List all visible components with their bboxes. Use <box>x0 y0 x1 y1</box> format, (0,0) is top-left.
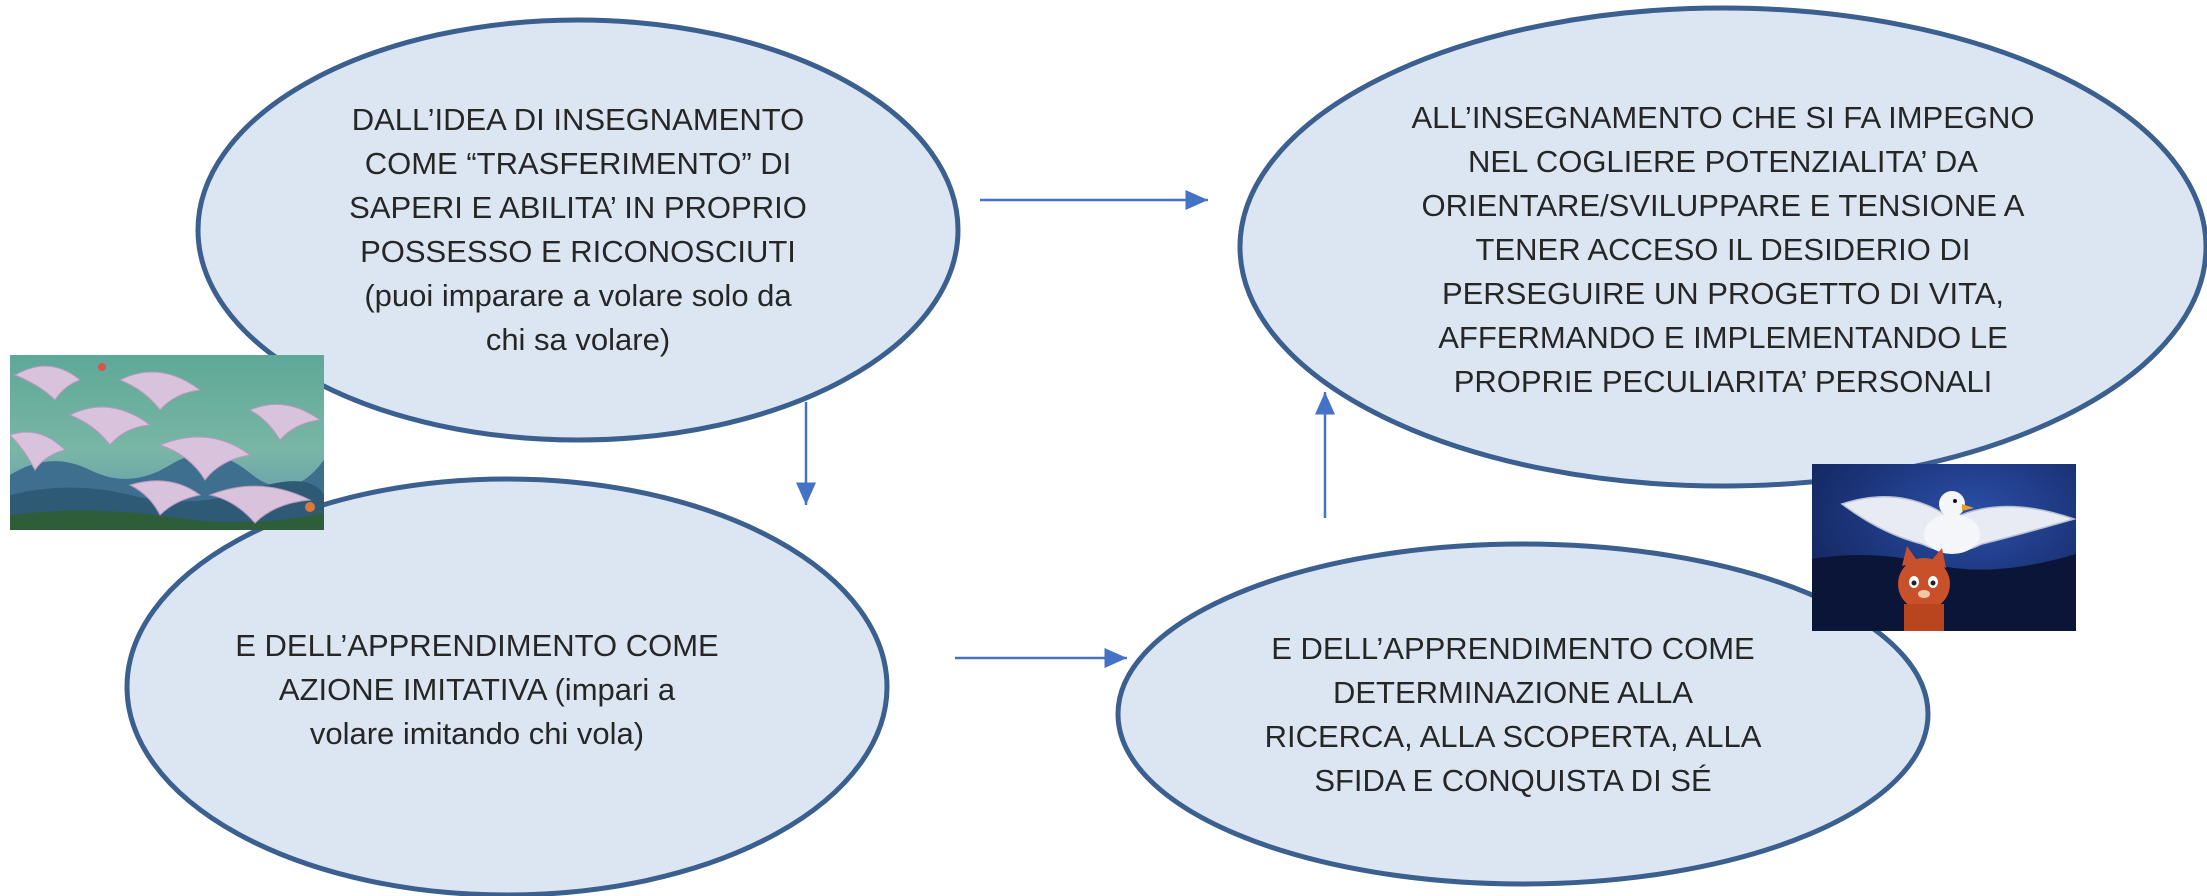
text-line: AZIONE IMITATIVA (impari a <box>278 672 676 707</box>
ellipse-teaching-commitment <box>1237 5 2207 489</box>
text-line: E DELL’APPRENDIMENTO COME <box>1271 631 1755 666</box>
teaching-transfer-lines: DALL’IDEA DI INSEGNAMENTO COME “TRASFERIM… <box>349 98 807 362</box>
ellipse-teaching-transfer <box>195 17 961 443</box>
ellipse-learning-imitation <box>124 476 890 896</box>
text-line: COME “TRASFERIMENTO” DI <box>364 146 792 181</box>
seagull-cat-image <box>1812 464 2076 631</box>
text-line: ORIENTARE/SVILUPPARE E TENSIONE A <box>1421 188 2025 223</box>
text-line: volare imitando chi vola) <box>309 716 645 751</box>
text-teaching-transfer: DALL’IDEA DI INSEGNAMENTO COME “TRASFERIM… <box>298 80 858 380</box>
text-line: NEL COGLIERE POTENZIALITA’ DA <box>1468 144 1978 179</box>
teaching-commitment-lines: ALL’INSEGNAMENTO CHE SI FA IMPEGNO NEL CO… <box>1411 96 2034 404</box>
text-line: TENER ACCESO IL DESIDERIO DI <box>1475 232 1971 267</box>
text-learning-determination: E DELL’APPRENDIMENTO COME DETERMINAZIONE … <box>1213 615 1813 815</box>
text-line: E DELL’APPRENDIMENTO COME <box>235 628 719 663</box>
seagull-cat-icon <box>1812 464 2076 631</box>
text-teaching-commitment: ALL’INSEGNAMENTO CHE SI FA IMPEGNO NEL CO… <box>1343 80 2103 420</box>
text-line: RICERCA, ALLA SCOPERTA, ALLA <box>1264 719 1762 754</box>
learning-determination-lines: E DELL’APPRENDIMENTO COME DETERMINAZIONE … <box>1265 627 1762 803</box>
text-line: (puoi imparare a volare solo da <box>364 278 792 313</box>
learning-imitation-lines: E DELL’APPRENDIMENTO COME AZIONE IMITATIV… <box>235 624 718 756</box>
text-line: ALL’INSEGNAMENTO CHE SI FA IMPEGNO <box>1411 100 2035 135</box>
text-line: PROPRIE PECULIARITA’ PERSONALI <box>1453 364 1993 399</box>
seagull-flock-icon <box>10 355 324 530</box>
seagull-flock-image <box>10 355 324 530</box>
text-line: POSSESSO E RICONOSCIUTI <box>360 234 796 269</box>
text-line: chi sa volare) <box>485 322 671 357</box>
text-line: DALL’IDEA DI INSEGNAMENTO <box>351 102 805 137</box>
text-line: PERSEGUIRE UN PROGETTO DI VITA, <box>1441 276 2005 311</box>
text-line: AFFERMANDO E IMPLEMENTANDO LE <box>1438 320 2008 355</box>
text-learning-imitation: E DELL’APPRENDIMENTO COME AZIONE IMITATIV… <box>207 600 747 780</box>
text-line: SAPERI E ABILITA’ IN PROPRIO <box>349 190 807 225</box>
ellipse-learning-determination <box>1115 541 1931 887</box>
text-line: SFIDA E CONQUISTA DI SÉ <box>1314 763 1712 798</box>
text-line: DETERMINAZIONE ALLA <box>1332 675 1693 710</box>
